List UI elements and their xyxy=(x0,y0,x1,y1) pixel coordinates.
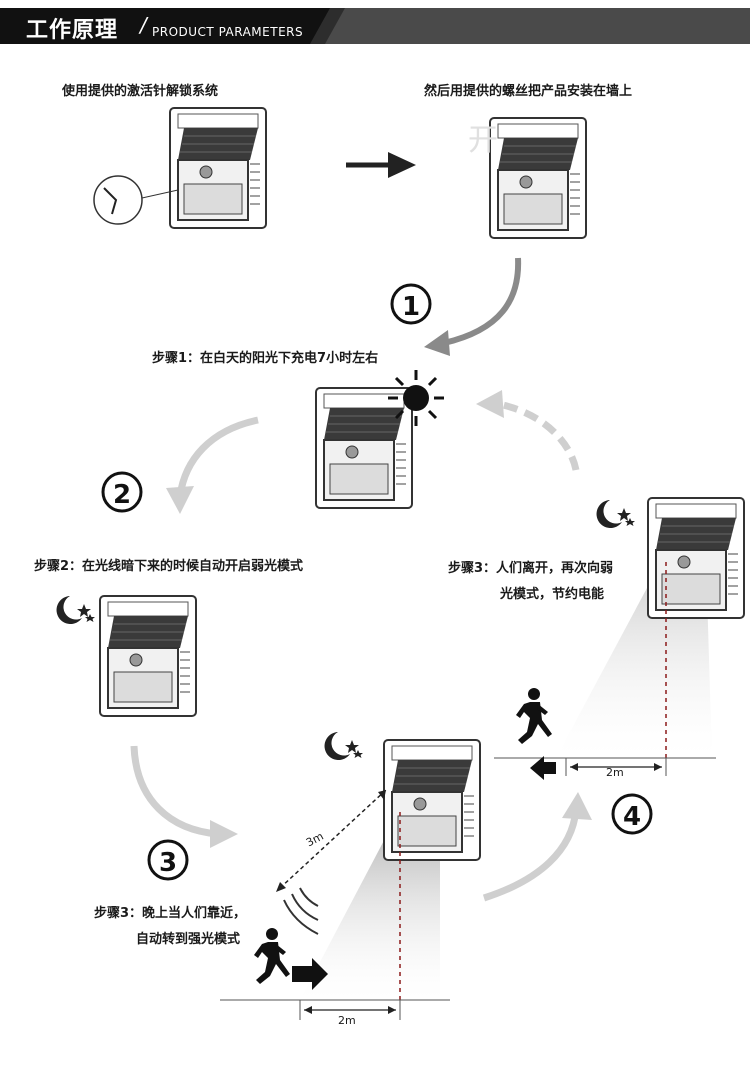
lamp-dim xyxy=(99,595,197,717)
arrow-forward-icon xyxy=(292,958,328,990)
svg-text:2: 2 xyxy=(113,480,131,510)
intro-mount-label: 然后用提供的螺丝把产品安装在墙上 xyxy=(424,84,633,99)
moon-stars-icon xyxy=(56,596,95,624)
activation-pin-detail xyxy=(93,175,179,225)
step2-label: 步骤2：在光线暗下来的时候自动开启弱光模式 xyxy=(34,559,304,574)
lamp-bright xyxy=(383,739,481,861)
running-person-icon xyxy=(254,928,290,984)
step3-leave-label-line1: 步骤3：人们离开，再次向弱 xyxy=(448,561,614,576)
header-slash: / xyxy=(140,13,147,37)
arrow-back-icon xyxy=(530,756,556,780)
lamp-charging xyxy=(315,387,413,509)
intro-unlock-label: 使用提供的激活针解锁系统 xyxy=(62,84,219,99)
page-title: 工作原理 xyxy=(26,18,119,43)
distance-far-label: 2m xyxy=(606,766,624,779)
arrow-right-icon xyxy=(346,152,416,178)
step3-approach-label-line1: 步骤3：晚上当人们靠近， xyxy=(94,906,247,921)
lamp-dimming xyxy=(647,497,745,619)
header: 工作原理 / PRODUCT PARAMETERS xyxy=(0,0,750,48)
page-subtitle: PRODUCT PARAMETERS xyxy=(152,25,304,39)
lamp-mounted xyxy=(489,117,587,239)
step1-label: 步骤1：在白天的阳光下充电7小时左右 xyxy=(152,351,379,366)
lamp-unlock xyxy=(169,107,267,229)
svg-text:4: 4 xyxy=(623,802,641,832)
moon-stars-icon xyxy=(324,732,363,760)
sun-icon xyxy=(388,370,444,426)
header-decoration xyxy=(0,8,750,44)
svg-text:3: 3 xyxy=(159,848,177,878)
moon-stars-icon xyxy=(596,500,635,528)
step3-leave-label-line2: 光模式，节约电能 xyxy=(500,587,605,602)
svg-text:开: 开 xyxy=(468,123,498,158)
step-number-4: 4 xyxy=(611,793,653,835)
step-number-3: 3 xyxy=(147,839,189,881)
running-person-icon xyxy=(516,688,552,744)
step-number-1: 1 xyxy=(390,283,432,325)
distance-near-label: 2m xyxy=(338,1014,356,1027)
sensor-waves-icon xyxy=(283,887,319,935)
svg-text:1: 1 xyxy=(402,292,420,322)
step-number-2: 2 xyxy=(101,471,143,513)
step3-approach-label-line2: 自动转到强光模式 xyxy=(136,932,241,947)
